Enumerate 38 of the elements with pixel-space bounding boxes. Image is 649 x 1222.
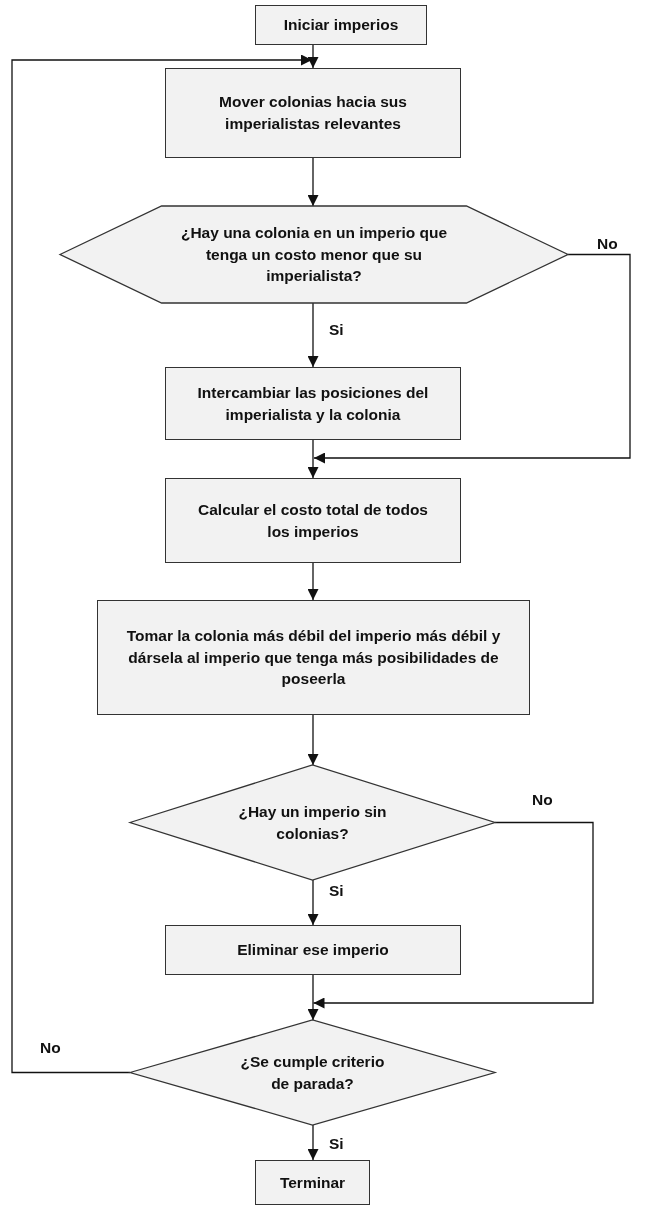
arrow [11,54,313,1074]
process-label: Terminar [279,1172,346,1193]
edge-label: No [40,1040,61,1056]
arrow [312,821,594,1009]
arrow [307,44,319,69]
decision-diamond [130,765,495,880]
process-box [255,1160,370,1205]
process-box [165,68,461,158]
arrow [307,974,319,1021]
process-label: Mover colonias hacia sus imperialistas relevantes [218,92,408,134]
arrow [307,562,319,601]
edge-label: No [532,792,553,808]
process-label: Intercambiar las posiciones del imperialista y la colonia [196,382,430,425]
decision-diamond [130,1020,495,1125]
process-box [165,367,461,440]
process-label: Iniciar imperios [283,15,399,36]
arrow [307,1124,319,1161]
question-label: ¿Hay una colonia en un imperio que tenga un costo menor que su imperialista? [179,222,449,287]
arrow [307,879,319,926]
question-label: ¿Hay un imperio sin colonias? [237,801,388,844]
edge-label: Si [329,883,344,899]
arrow [307,302,319,368]
process-box [165,478,461,563]
arrow [307,714,319,766]
arrow [313,253,631,464]
edge-label: No [597,236,618,252]
edge-label: Si [329,1136,344,1152]
process-box [255,5,427,45]
process-label: Tomar la colonia más débil del imperio más débil y dársela al imperio que tenga más posibilidades de poseerla [125,625,502,690]
process-label: Calcular el costo total de todos los imperios [198,499,428,542]
edge-label: Si [329,322,344,338]
process-label: Eliminar ese imperio [237,940,389,961]
process-box [165,925,461,975]
arrow [307,439,319,479]
process-box [97,600,530,715]
question-label: ¿Se cumple criterio de parada? [239,1051,386,1094]
arrow [307,157,319,207]
decision-hexagon [60,206,568,303]
